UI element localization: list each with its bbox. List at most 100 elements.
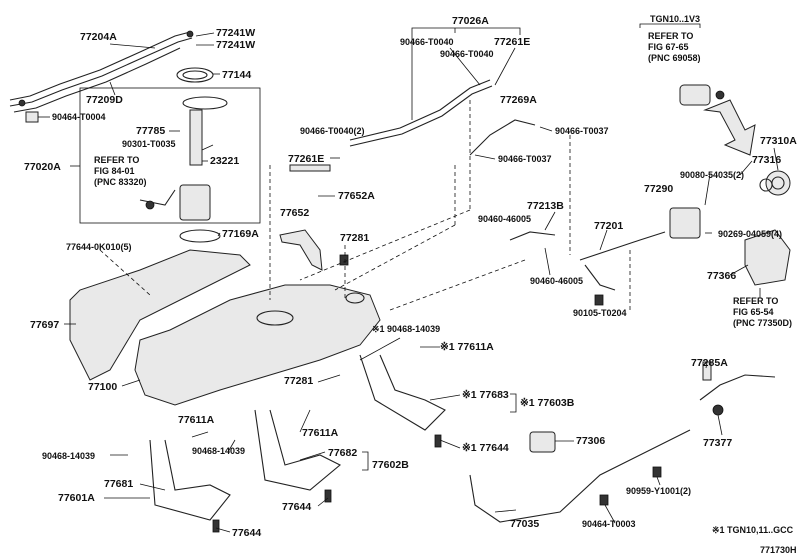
label-77285A[interactable]: 77285A (691, 357, 728, 369)
gasket-77316 (759, 178, 773, 192)
hose-77261E (289, 164, 331, 172)
label-77204A[interactable]: 77204A (80, 31, 117, 43)
label-77290[interactable]: 77290 (644, 183, 673, 195)
label-77144[interactable]: 77144 (222, 69, 251, 81)
label-90105-T0204[interactable]: 90105-T0204 (573, 308, 627, 318)
band-77602B (254, 409, 341, 491)
label-77785[interactable]: 77785 (136, 125, 165, 137)
label-90468-14039-a[interactable]: ※1 90468-14039 (372, 324, 440, 334)
label-77261E-a[interactable]: 77261E (494, 36, 530, 48)
label-77644-c[interactable]: 77644 (232, 527, 261, 539)
fuel-filter (179, 184, 211, 221)
label-23221[interactable]: 23221 (210, 155, 239, 167)
label-77241W-1[interactable]: 77241W (216, 27, 255, 39)
label-90460-46005-b[interactable]: 90460-46005 (530, 276, 583, 286)
leader-lines (38, 23, 779, 533)
svg-text:FIG 65-54: FIG 65-54 (733, 307, 774, 317)
svg-text:FIG 84-01: FIG 84-01 (94, 166, 135, 176)
filler-pipe-77201 (579, 231, 666, 261)
pump-body (189, 109, 203, 166)
label-77026A[interactable]: 77026A (452, 15, 489, 27)
label-77602B[interactable]: 77602B (372, 459, 409, 471)
label-77201[interactable]: 77201 (594, 220, 623, 232)
label-variant: TGN10..1V3 (650, 14, 700, 24)
label-90460-46005-a[interactable]: 90460-46005 (478, 214, 531, 224)
lid-77366 (744, 229, 791, 286)
label-77644-a[interactable]: ※1 77644 (462, 442, 509, 454)
label-77681[interactable]: 77681 (104, 478, 133, 490)
label-77020A[interactable]: 77020A (24, 161, 61, 173)
diagram-id: 771730H (760, 545, 797, 555)
label-90080-54035[interactable]: 90080-54035(2) (680, 170, 744, 180)
label-77652A[interactable]: 77652A (338, 190, 375, 202)
label-77310A[interactable]: 77310A (760, 135, 797, 147)
hose-77213B (509, 231, 556, 241)
label-90468-14039-c[interactable]: 90468-14039 (42, 451, 95, 461)
label-77169A[interactable]: 77169A (222, 228, 259, 240)
label-90464-T0003[interactable]: 90464-T0003 (582, 519, 636, 529)
label-77611A-c[interactable]: 77611A (302, 427, 339, 439)
label-77306[interactable]: 77306 (576, 435, 605, 447)
label-90466-T0037-a[interactable]: 90466-T0037 (555, 126, 609, 136)
label-77682[interactable]: 77682 (328, 447, 357, 459)
label-77366[interactable]: 77366 (707, 270, 736, 282)
svg-text:REFER TO: REFER TO (94, 155, 139, 165)
protector-77697 (69, 249, 251, 381)
svg-text:FIG 67-65: FIG 67-65 (648, 42, 689, 52)
fuel-pump-assembly-frame (79, 87, 261, 224)
reference-note-1: REFER TO FIG 84-01 (PNC 83320) (94, 155, 147, 187)
label-90468-14039-b[interactable]: 90468-14039 (192, 446, 245, 456)
label-90301-T0035[interactable]: 90301-T0035 (122, 139, 176, 149)
label-77261E-b[interactable]: 77261E (288, 153, 324, 165)
label-77209D[interactable]: 77209D (86, 94, 123, 106)
label-77316[interactable]: 77316 (752, 154, 781, 166)
svg-text:(PNC 83320)[interactable]: (PNC 83320) (94, 177, 147, 187)
label-90466-T0040-a[interactable]: 90466-T0040 (400, 37, 454, 47)
fuel-tank-77100 (134, 284, 381, 406)
label-77644-0K010[interactable]: 77644-0K010(5) (66, 242, 132, 252)
pump-77306 (529, 431, 556, 453)
clamp-90464-T0004 (25, 111, 39, 123)
label-77377[interactable]: 77377 (703, 437, 732, 449)
label-77281-b[interactable]: 77281 (284, 375, 313, 387)
label-77683[interactable]: ※1 77683 (462, 389, 509, 401)
svg-text:REFER TO: REFER TO (733, 296, 778, 306)
label-77611A-b[interactable]: 77611A (178, 414, 215, 426)
label-77652[interactable]: 77652 (280, 207, 309, 219)
label-77611A-a[interactable]: ※1 77611A (440, 341, 494, 353)
band-77601A (149, 439, 231, 521)
hose-77269A (469, 119, 536, 156)
lock-cylinder (679, 84, 711, 106)
part-labels: 77204A 77241W 77241W 77144 77209D 90464-… (24, 14, 797, 555)
label-77269A[interactable]: 77269A (500, 94, 537, 106)
reference-note-3: REFER TO FIG 65-54 (PNC 77350D) (733, 296, 792, 328)
fuel-cap-77310A (765, 170, 791, 196)
reference-note-2: REFER TO FIG 67-65 (PNC 69058) (648, 31, 701, 63)
lock-ring-77144 (176, 67, 214, 83)
label-90464-T0004[interactable]: 90464-T0004 (52, 112, 106, 122)
fuel-line-77035 (469, 429, 691, 523)
label-90466-T0037-b[interactable]: 90466-T0037 (498, 154, 552, 164)
label-77213B[interactable]: 77213B (527, 200, 564, 212)
label-77697[interactable]: 77697 (30, 319, 59, 331)
label-90466-T0040-b[interactable]: 90466-T0040 (440, 49, 494, 59)
label-77281-a[interactable]: 77281 (340, 232, 369, 244)
direction-arrow (703, 99, 756, 156)
label-77035[interactable]: 77035 (510, 518, 539, 530)
footer-note: ※1 TGN10,11..GCC (712, 525, 794, 535)
label-77241W-2[interactable]: 77241W (216, 39, 255, 51)
label-90466-T0040-2[interactable]: 90466-T0040(2) (300, 126, 365, 136)
label-90269-04059[interactable]: 90269-04059(4) (718, 229, 782, 239)
label-77603B[interactable]: ※1 77603B (520, 397, 575, 409)
housing-77290 (669, 207, 701, 239)
svg-text:(PNC 69058)[interactable]: (PNC 69058) (648, 53, 701, 63)
label-90959-Y1001[interactable]: 90959-Y1001(2) (626, 486, 691, 496)
label-77601A[interactable]: 77601A (58, 492, 95, 504)
svg-text:REFER TO: REFER TO (648, 31, 693, 41)
svg-text:(PNC 77350D)[interactable]: (PNC 77350D) (733, 318, 792, 328)
band-77603B (359, 354, 446, 431)
insulator-77652 (279, 229, 323, 271)
label-77644-b[interactable]: 77644 (282, 501, 311, 513)
fuel-line-77204A (9, 31, 191, 101)
label-77100[interactable]: 77100 (88, 381, 117, 393)
